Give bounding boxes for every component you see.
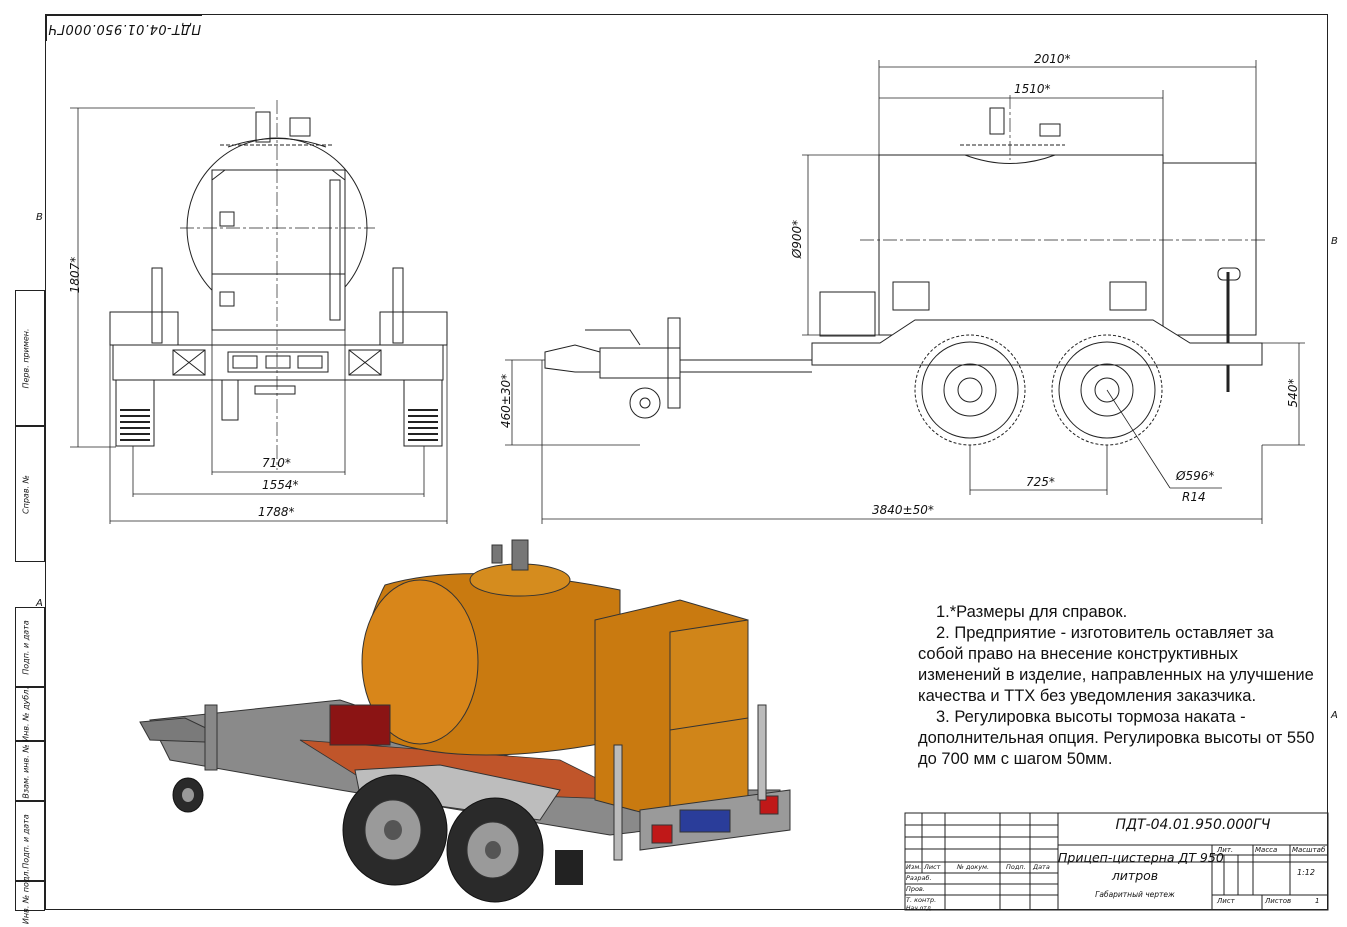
zone-mark-b-left: B	[36, 212, 43, 223]
front-fender-right	[379, 311, 448, 346]
front-post-right	[392, 267, 404, 344]
zone-mark-a-left: A	[36, 598, 43, 609]
dim-wheelbase: 725*	[1026, 475, 1055, 489]
note-1: 1.*Размеры для справок.	[936, 603, 1128, 621]
front-jack	[221, 379, 239, 421]
row-nach-otd: Нач.отд.	[906, 905, 933, 912]
side-strip-2	[15, 426, 45, 562]
title-block-name-line1: Прицеп-цистерна ДТ 950	[1058, 850, 1224, 865]
col-list: Лист	[924, 863, 941, 871]
front-cabinet-lower	[211, 273, 346, 331]
note-3: 3. Регулировка высоты тормоза наката - д…	[918, 708, 1315, 768]
col-doc-num: № докум.	[957, 863, 990, 871]
iso-plate-light	[679, 809, 731, 833]
technical-notes: 1.*Размеры для справок. 2. Предприятие -…	[918, 602, 1318, 770]
side-strip-7	[15, 881, 45, 911]
row-razrab: Разраб.	[906, 874, 932, 882]
side-strip-1	[15, 290, 45, 426]
iso-battery	[329, 704, 391, 746]
side-strip-6	[15, 801, 45, 881]
dim-frame-height: 540*	[1286, 378, 1300, 408]
side-battery	[819, 291, 876, 337]
front-post-left	[151, 267, 163, 344]
dim-top-2010: 2010*	[1034, 52, 1071, 66]
zone-mark-a-right: A	[1331, 710, 1338, 721]
side-strip-3	[15, 607, 45, 687]
iso-wheel-front	[342, 774, 448, 886]
iso-wheel-rear	[446, 797, 544, 903]
front-wheel-left	[115, 379, 155, 447]
zone-mark-b-right: B	[1331, 236, 1338, 247]
dim-wheel-diameter: Ø596*	[1176, 469, 1215, 483]
front-view	[109, 100, 448, 470]
title-block-grid	[904, 812, 1329, 911]
dim-hitch-height: 460±30*	[499, 373, 513, 429]
front-valve-right	[289, 117, 311, 137]
front-bumper	[112, 344, 444, 381]
label-lit: Лит.	[1217, 846, 1234, 854]
note-2: 2. Предприятие - изготовитель оставляет …	[918, 624, 1314, 705]
side-hatch	[964, 154, 1056, 164]
iso-mudflap	[555, 850, 583, 885]
side-tank	[878, 154, 1164, 336]
side-jockey-wheel	[629, 387, 661, 419]
side-strip-4	[15, 687, 45, 741]
front-wheel-right	[403, 379, 443, 447]
drawing-frame	[45, 14, 1328, 910]
iso-jack	[204, 704, 218, 771]
col-data: Дата	[1033, 863, 1050, 871]
title-block-doc-type: Габаритный чертеж	[1095, 890, 1175, 899]
front-fender-left	[109, 311, 179, 346]
side-jack	[667, 317, 681, 409]
label-sheet: Лист	[1217, 897, 1235, 905]
dim-top-1510: 1510*	[1014, 82, 1051, 96]
row-t-kontr: Т. контр.	[906, 896, 937, 904]
iso-tail-light-left	[651, 824, 673, 844]
dim-front-1788: 1788*	[258, 505, 295, 519]
front-cabinet-upper	[211, 169, 346, 275]
col-izm: Изм.	[906, 863, 922, 871]
value-sheets: 1	[1315, 897, 1320, 905]
title-block-code: ПДТ-04.01.950.000ГЧ	[1115, 817, 1271, 833]
front-valve-left	[255, 111, 271, 143]
row-prov: Пров.	[906, 885, 925, 893]
col-podp: Подп.	[1006, 863, 1026, 871]
front-hatch-arc	[227, 138, 327, 148]
dim-wheel-rim: R14	[1182, 490, 1206, 504]
iso-tank-end	[361, 579, 479, 745]
iso-valve	[511, 539, 529, 571]
dim-height-total: 1807*	[68, 256, 82, 294]
iso-render	[139, 539, 791, 903]
dim-length-total: 3840±50*	[872, 503, 934, 517]
title-block-name-line2: литров	[1111, 868, 1159, 883]
side-cabinet	[1162, 162, 1257, 336]
label-mass: Масса	[1255, 846, 1278, 854]
dim-tank-diameter: Ø900*	[790, 219, 804, 259]
label-sheets: Листов	[1265, 897, 1292, 905]
side-hitch	[544, 344, 601, 373]
dim-front-1554: 1554*	[262, 478, 299, 492]
label-scale: Масштаб	[1292, 846, 1326, 854]
side-strip-5	[15, 741, 45, 801]
title-block: ПДТ-04.01.950.000ГЧ Прицеп-цистерна ДТ 9…	[905, 813, 1328, 912]
side-view	[544, 95, 1265, 446]
dim-front-710: 710*	[262, 456, 291, 470]
value-scale: 1:12	[1297, 868, 1315, 877]
